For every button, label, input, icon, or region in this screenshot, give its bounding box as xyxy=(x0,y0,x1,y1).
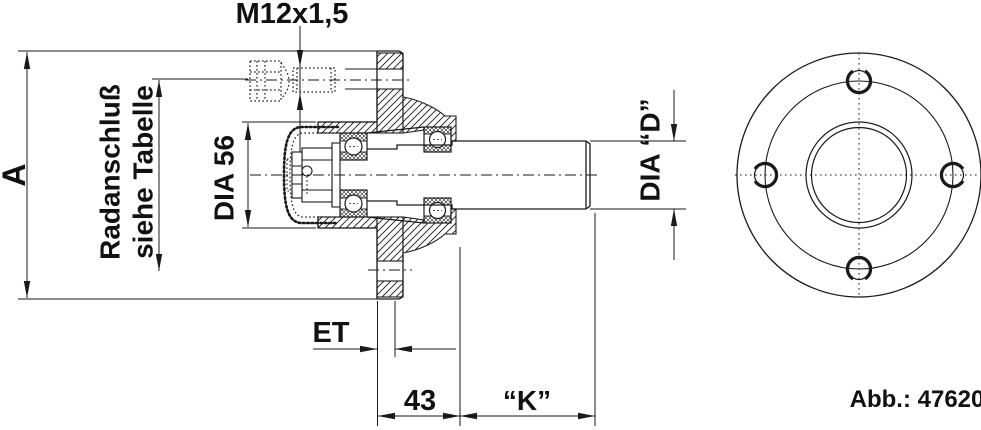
dimension-dia56 xyxy=(242,121,316,229)
dimension-43-and-k xyxy=(377,213,596,426)
wheel-connection-note-line2: siehe Tabelle xyxy=(128,85,159,259)
side-view-section xyxy=(18,26,686,426)
outer-bearing xyxy=(423,126,452,224)
thread-spec-label: M12x1,5 xyxy=(236,0,349,30)
dim-k-label: “K” xyxy=(503,385,551,416)
dia-d-label: DIA “D” xyxy=(635,98,666,201)
dim-a-label: A xyxy=(0,163,32,186)
dia56-label: DIA 56 xyxy=(209,135,240,221)
inner-bearing xyxy=(339,132,368,218)
wheel-connection-note-line1: Radanschluß xyxy=(95,84,126,260)
front-view xyxy=(735,52,981,298)
et-label: ET xyxy=(312,317,349,349)
dimension-a xyxy=(18,50,377,300)
dim-43-label: 43 xyxy=(404,385,436,417)
figure-number-label: Abb.: 47620 xyxy=(850,386,981,413)
drawing-labels: M12x1,5 A Radanschluß siehe Tabelle DIA … xyxy=(0,0,981,417)
front-view-centerlines xyxy=(735,53,979,298)
dust-cap xyxy=(282,125,340,225)
centerlines xyxy=(245,79,598,271)
dimension-thread-leader xyxy=(296,26,304,152)
dimension-dia-d xyxy=(590,90,686,260)
dimension-radanschluss xyxy=(152,78,248,271)
wheel-bolt xyxy=(249,60,336,102)
dimension-et xyxy=(313,301,456,357)
